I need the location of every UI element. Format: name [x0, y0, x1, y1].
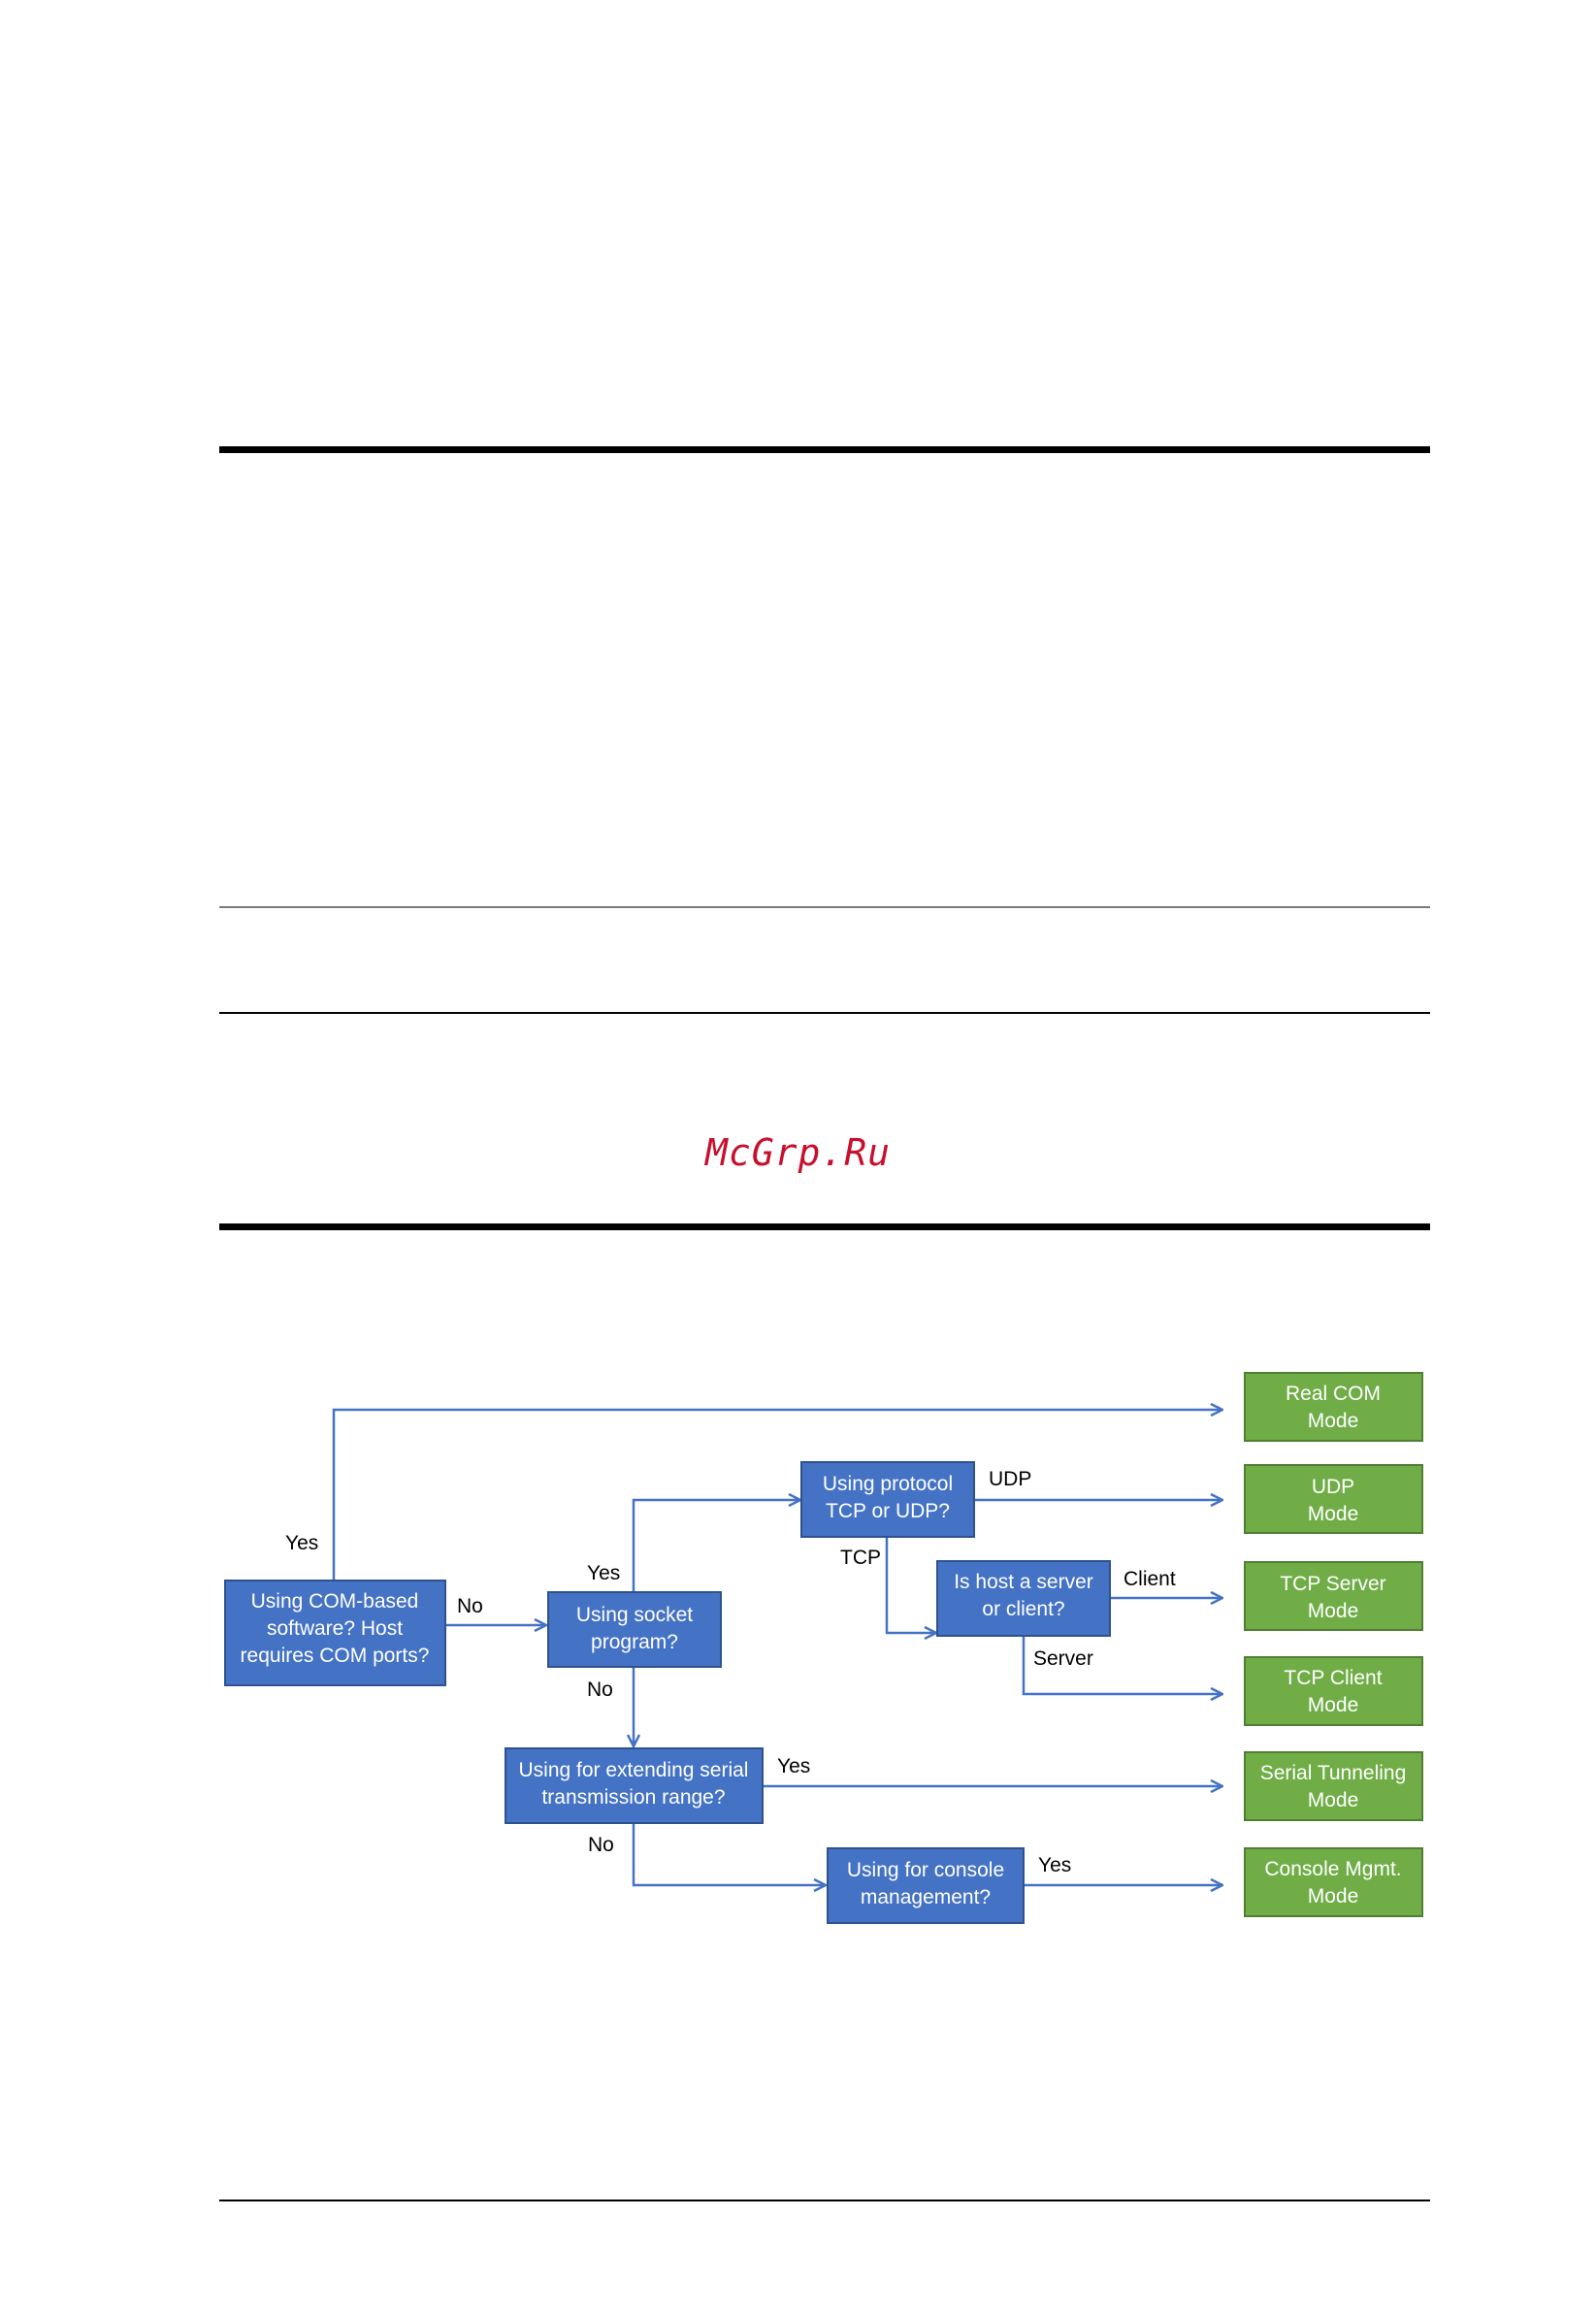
- section-rule: [219, 906, 1430, 908]
- decision-com-based-line-2: software? Host: [267, 1617, 403, 1640]
- edge-socket-yes: [632, 1500, 800, 1592]
- outcome-console-mgmt-line-2: Mode: [1308, 1885, 1359, 1907]
- outcome-tcp-client: TCP Client Mode: [1244, 1656, 1423, 1726]
- label-host-server: Server: [1033, 1647, 1093, 1670]
- outcome-real-com-line-2: Mode: [1308, 1410, 1359, 1432]
- outcome-serial-tunneling-line-1: Serial Tunneling: [1260, 1762, 1407, 1784]
- footer-rule: [219, 2200, 1430, 2201]
- decision-host-role-line-1: Is host a server: [954, 1571, 1093, 1593]
- decision-socket-line-1: Using socket: [576, 1604, 693, 1626]
- outcome-real-com: Real COM Mode: [1244, 1372, 1423, 1442]
- decision-protocol-line-2: TCP or UDP?: [826, 1500, 950, 1522]
- decision-extending: Using for extending serial transmission …: [505, 1747, 764, 1824]
- label-extending-no: No: [588, 1834, 614, 1856]
- outcome-console-mgmt-line-1: Console Mgmt.: [1264, 1858, 1401, 1880]
- label-com-no: No: [457, 1595, 483, 1617]
- decision-socket: Using socket program?: [547, 1591, 722, 1668]
- label-socket-no: No: [587, 1678, 613, 1701]
- edge-com-yes: [332, 1410, 1222, 1581]
- label-socket-yes: Yes: [587, 1562, 620, 1584]
- decision-socket-line-2: program?: [591, 1631, 678, 1653]
- edge-extending-no: [632, 1823, 826, 1885]
- decision-com-based-line-1: Using COM-based: [251, 1590, 419, 1613]
- outcome-tcp-server: TCP Server Mode: [1244, 1561, 1423, 1631]
- decision-extending-line-2: transmission range?: [541, 1786, 725, 1809]
- outcome-udp: UDP Mode: [1244, 1464, 1423, 1534]
- outcome-tcp-server-line-1: TCP Server: [1280, 1573, 1385, 1595]
- decision-com-based-line-3: requires COM ports?: [241, 1645, 430, 1667]
- outcome-tcp-client-line-2: Mode: [1308, 1694, 1359, 1716]
- outcome-tcp-server-line-2: Mode: [1308, 1600, 1359, 1622]
- watermark: McGrp.Ru: [704, 1131, 892, 1174]
- label-com-yes: Yes: [285, 1532, 318, 1554]
- heading-rule: [219, 1223, 1430, 1230]
- decision-com-based: Using COM-based software? Host requires …: [224, 1580, 446, 1686]
- decision-console-line-1: Using for console: [847, 1859, 1004, 1881]
- connectors: [332, 1410, 1222, 1885]
- decision-console: Using for console management?: [827, 1847, 1025, 1924]
- top-rule: [219, 446, 1430, 453]
- outcome-serial-tunneling-line-2: Mode: [1308, 1789, 1359, 1811]
- label-extending-yes: Yes: [777, 1755, 810, 1777]
- outcome-udp-line-2: Mode: [1308, 1503, 1359, 1525]
- label-protocol-tcp: TCP: [840, 1547, 881, 1569]
- decision-console-line-2: management?: [861, 1886, 991, 1908]
- decision-host-role: Is host a server or client?: [936, 1560, 1111, 1637]
- edge-labels: Yes No Yes No UDP TCP Client Server Yes …: [285, 1468, 1176, 1876]
- label-console-yes: Yes: [1038, 1854, 1071, 1876]
- label-host-client: Client: [1124, 1568, 1176, 1590]
- outcome-serial-tunneling: Serial Tunneling Mode: [1244, 1751, 1423, 1821]
- label-protocol-udp: UDP: [989, 1468, 1031, 1490]
- table-rule: [219, 1012, 1430, 1014]
- decision-protocol: Using protocol TCP or UDP?: [800, 1461, 975, 1538]
- outcome-tcp-client-line-1: TCP Client: [1284, 1667, 1382, 1689]
- edge-host-server: [1022, 1637, 1222, 1694]
- outcome-udp-line-1: UDP: [1312, 1476, 1354, 1498]
- outcome-real-com-line-1: Real COM: [1286, 1383, 1381, 1405]
- decision-protocol-line-1: Using protocol: [823, 1473, 953, 1495]
- outcome-console-mgmt: Console Mgmt. Mode: [1244, 1847, 1423, 1917]
- decision-extending-line-1: Using for extending serial: [519, 1759, 749, 1781]
- edge-protocol-tcp: [885, 1537, 936, 1633]
- decision-host-role-line-2: or client?: [982, 1598, 1064, 1620]
